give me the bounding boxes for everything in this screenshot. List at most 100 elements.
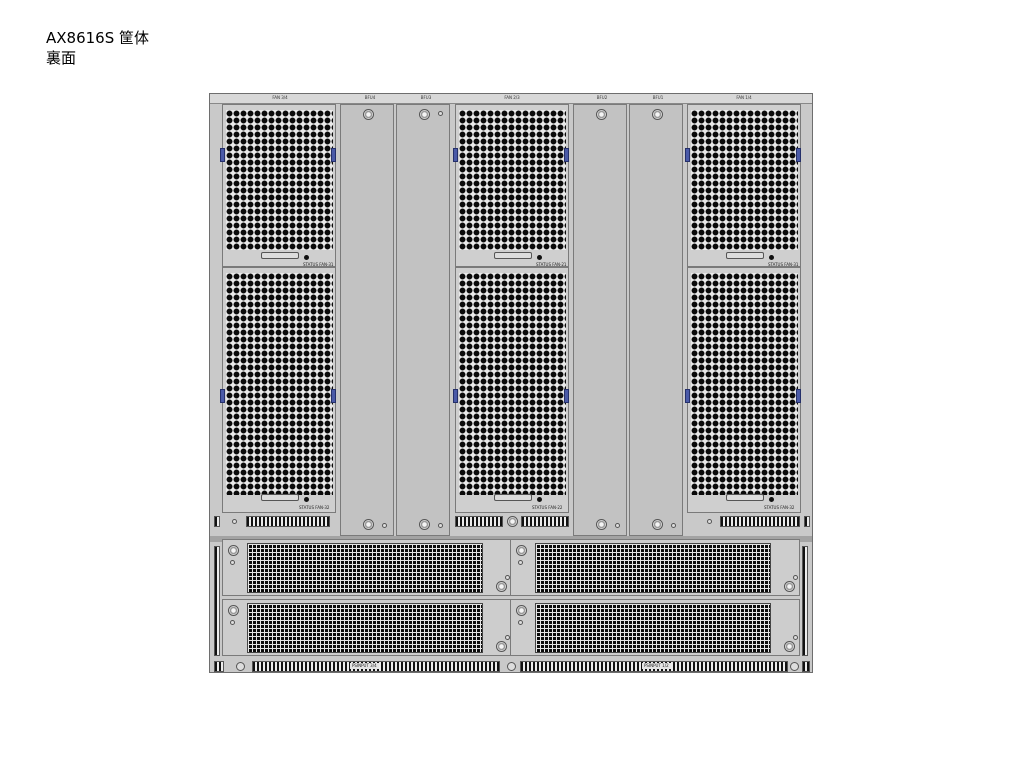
screw-icon[interactable] [652,519,663,530]
fan-handle[interactable] [494,494,532,501]
screw-hole-icon [615,523,620,528]
screw-icon[interactable] [496,581,507,592]
screw-icon[interactable] [228,545,239,556]
fan-status-label: STATUS FAN-31 [303,262,334,267]
screw-hole-icon [518,620,523,625]
fan-grille [226,273,333,495]
screw-icon[interactable] [516,545,527,556]
label-fan-1-4: FAN 1/4 [736,95,752,100]
psu-grille [247,603,483,653]
screw-hole-icon [707,519,712,524]
fan-module-31[interactable]: STATUS FAN-31 [220,104,336,267]
status-led-icon [537,497,542,502]
side-vent [802,546,808,656]
psu-3[interactable] [222,599,512,656]
latch-icon[interactable] [685,148,690,162]
fan-status-label: STATUS FAN-32 [764,505,795,510]
bfu1-blank-panel [629,104,683,536]
latch-icon[interactable] [220,148,225,162]
latch-icon[interactable] [331,389,336,403]
screw-hole-icon [438,523,443,528]
page-title: AX8616S 筐体 裏面 [46,28,149,68]
fan-grille [459,110,566,250]
psu-1[interactable] [510,599,800,656]
screw-icon[interactable] [507,516,518,527]
screw-hole-icon [518,560,523,565]
fan-handle[interactable] [261,252,299,259]
vent-slot [720,516,800,527]
latch-icon[interactable] [564,148,569,162]
screw-icon[interactable] [496,641,507,652]
fan-handle[interactable] [726,494,764,501]
fan-handle[interactable] [494,252,532,259]
screw-hole-icon [230,560,235,565]
vent-slot [455,516,503,527]
fan-grille [691,110,798,250]
psu-input-label: PSINPUT 3/4 [350,663,379,669]
label-fan-2-3: FAN 2/3 [504,95,520,100]
screw-hole-icon [793,575,798,580]
psu-2[interactable] [510,539,800,596]
screw-icon[interactable] [419,519,430,530]
screw-icon[interactable] [784,641,795,652]
fan-status-label: STATUS FAN-31 [768,262,799,267]
fan-handle[interactable] [261,494,299,501]
screw-icon[interactable] [419,109,430,120]
vent-slot [521,516,569,527]
screw-hole-icon [790,662,799,671]
status-led-icon [537,255,542,260]
fan-module-12[interactable]: STATUS FAN-32 [685,267,801,513]
latch-icon[interactable] [453,148,458,162]
label-bfu2: BFU2 [596,95,608,100]
fan-status-label: STATUS FAN-21 [536,262,567,267]
label-bfu3: BFU3 [420,95,432,100]
status-led-icon [304,497,309,502]
screw-hole-icon [438,111,443,116]
vent-slot [246,516,330,527]
status-led-icon [769,255,774,260]
title-model: AX8616S 筐体 [46,29,150,47]
latch-icon[interactable] [564,389,569,403]
psu-4[interactable] [222,539,512,596]
vent-slot [804,516,810,527]
bfu3-blank-panel [396,104,450,536]
fan-module-11[interactable]: STATUS FAN-31 [685,104,801,267]
latch-icon[interactable] [453,389,458,403]
screw-icon[interactable] [363,109,374,120]
label-bfu1: BFU1 [652,95,664,100]
screw-icon[interactable] [596,109,607,120]
latch-icon[interactable] [685,389,690,403]
screw-icon[interactable] [516,605,527,616]
title-view: 裏面 [46,49,77,67]
screw-icon[interactable] [228,605,239,616]
screw-hole-icon [507,662,516,671]
psu-input-label: PSINPUT 1/2 [642,663,671,669]
screw-icon[interactable] [652,109,663,120]
latch-icon[interactable] [796,148,801,162]
status-led-icon [304,255,309,260]
screw-hole-icon [236,662,245,671]
screw-hole-icon [232,519,237,524]
screw-hole-icon [505,635,510,640]
screw-icon[interactable] [596,519,607,530]
fan-grille [226,110,333,250]
screw-hole-icon [505,575,510,580]
bfu4-blank-panel [340,104,394,536]
fan-handle[interactable] [726,252,764,259]
latch-icon[interactable] [220,389,225,403]
psu-grille [247,543,483,593]
latch-icon[interactable] [331,148,336,162]
top-label-strip: FAN 3/4 BFU4 BFU3 FAN 2/3 BFU2 BFU1 FAN … [210,94,812,104]
fan-module-22[interactable]: STATUS FAN-22 [453,267,569,513]
screw-icon[interactable] [784,581,795,592]
latch-icon[interactable] [796,389,801,403]
fan-module-21[interactable]: STATUS FAN-21 [453,104,569,267]
fan-status-label: STATUS FAN-32 [299,505,330,510]
label-fan-3-4: FAN 3/4 [272,95,288,100]
status-led-icon [769,497,774,502]
screw-icon[interactable] [363,519,374,530]
fan-module-32[interactable]: STATUS FAN-32 [220,267,336,513]
vent-slot [802,661,810,672]
fan-grille [691,273,798,495]
screw-hole-icon [382,523,387,528]
